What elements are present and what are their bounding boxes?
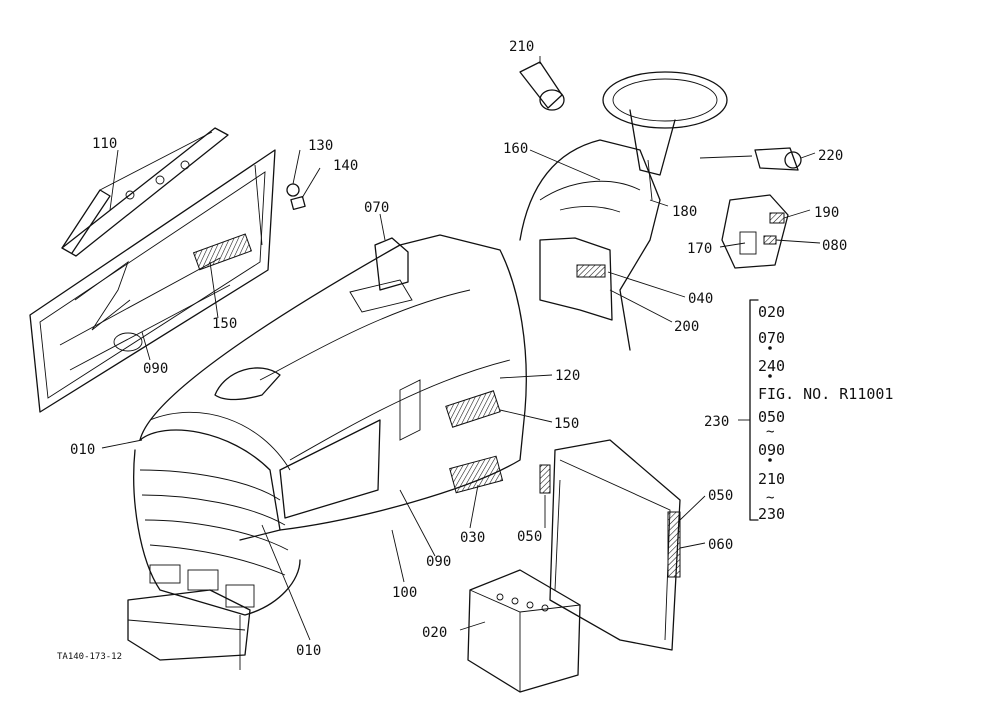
battery-drawing bbox=[467, 569, 581, 693]
side-panel-drawing bbox=[29, 149, 276, 413]
tilde-mark: ~ bbox=[766, 424, 774, 440]
label-130: 130 bbox=[308, 138, 333, 154]
part-labels: 110 130 140 150 090 010 070 120 150 160 … bbox=[70, 39, 847, 659]
label-010a: 010 bbox=[70, 442, 95, 458]
label-120: 120 bbox=[555, 368, 580, 384]
label-150a: 150 bbox=[212, 316, 237, 332]
label-220: 220 bbox=[818, 148, 843, 164]
label-110: 110 bbox=[92, 136, 117, 152]
instrument-cover-drawing bbox=[519, 139, 661, 351]
switch-assembly bbox=[721, 194, 789, 269]
label-050a: 050 bbox=[517, 529, 542, 545]
bracket-item: 210 bbox=[758, 470, 785, 488]
figure-reference: FIG. NO. R11001 bbox=[758, 385, 893, 403]
label-020: 020 bbox=[422, 625, 447, 641]
label-140: 140 bbox=[333, 158, 358, 174]
label-060: 060 bbox=[708, 537, 733, 553]
knob-210 bbox=[519, 61, 565, 111]
label-180: 180 bbox=[672, 204, 697, 220]
bonnet-drawing bbox=[139, 234, 527, 541]
label-170: 170 bbox=[687, 241, 712, 257]
leader-lines bbox=[101, 56, 821, 641]
label-150b: 150 bbox=[554, 416, 579, 432]
label-090b: 090 bbox=[426, 554, 451, 570]
label-230: 230 bbox=[704, 414, 729, 430]
reference-bracket: ~ ~ bbox=[738, 299, 774, 521]
label-190: 190 bbox=[814, 205, 839, 221]
label-200: 200 bbox=[674, 319, 699, 335]
label-070: 070 bbox=[364, 200, 389, 216]
label-210: 210 bbox=[509, 39, 534, 55]
label-100: 100 bbox=[392, 585, 417, 601]
label-160: 160 bbox=[503, 141, 528, 157]
bracket-list: 020 070 240 FIG. NO. R11001 050 090 210 … bbox=[758, 303, 893, 523]
front-grille-drawing bbox=[127, 449, 301, 670]
steering-wheel-drawing bbox=[602, 71, 728, 201]
bracket-item: 090 bbox=[758, 441, 785, 459]
hinge-bracket bbox=[374, 237, 409, 291]
knob-220 bbox=[699, 147, 802, 171]
bracket-item: 020 bbox=[758, 303, 785, 321]
label-050b: 050 bbox=[708, 488, 733, 504]
label-040: 040 bbox=[688, 291, 713, 307]
label-030: 030 bbox=[460, 530, 485, 546]
bracket-item: 230 bbox=[758, 505, 785, 523]
label-080: 080 bbox=[822, 238, 847, 254]
tilde-mark: ~ bbox=[766, 490, 774, 506]
label-090a: 090 bbox=[143, 361, 168, 377]
label-010b: 010 bbox=[296, 643, 321, 659]
drawing-code: TA140-173-12 bbox=[57, 652, 122, 662]
bracket-item: 240 bbox=[758, 357, 785, 375]
panel-seal-frame bbox=[61, 127, 229, 257]
bracket-item: 050 bbox=[758, 408, 785, 426]
radiator-drawing bbox=[539, 439, 681, 651]
bracket-item: 070 bbox=[758, 329, 785, 347]
